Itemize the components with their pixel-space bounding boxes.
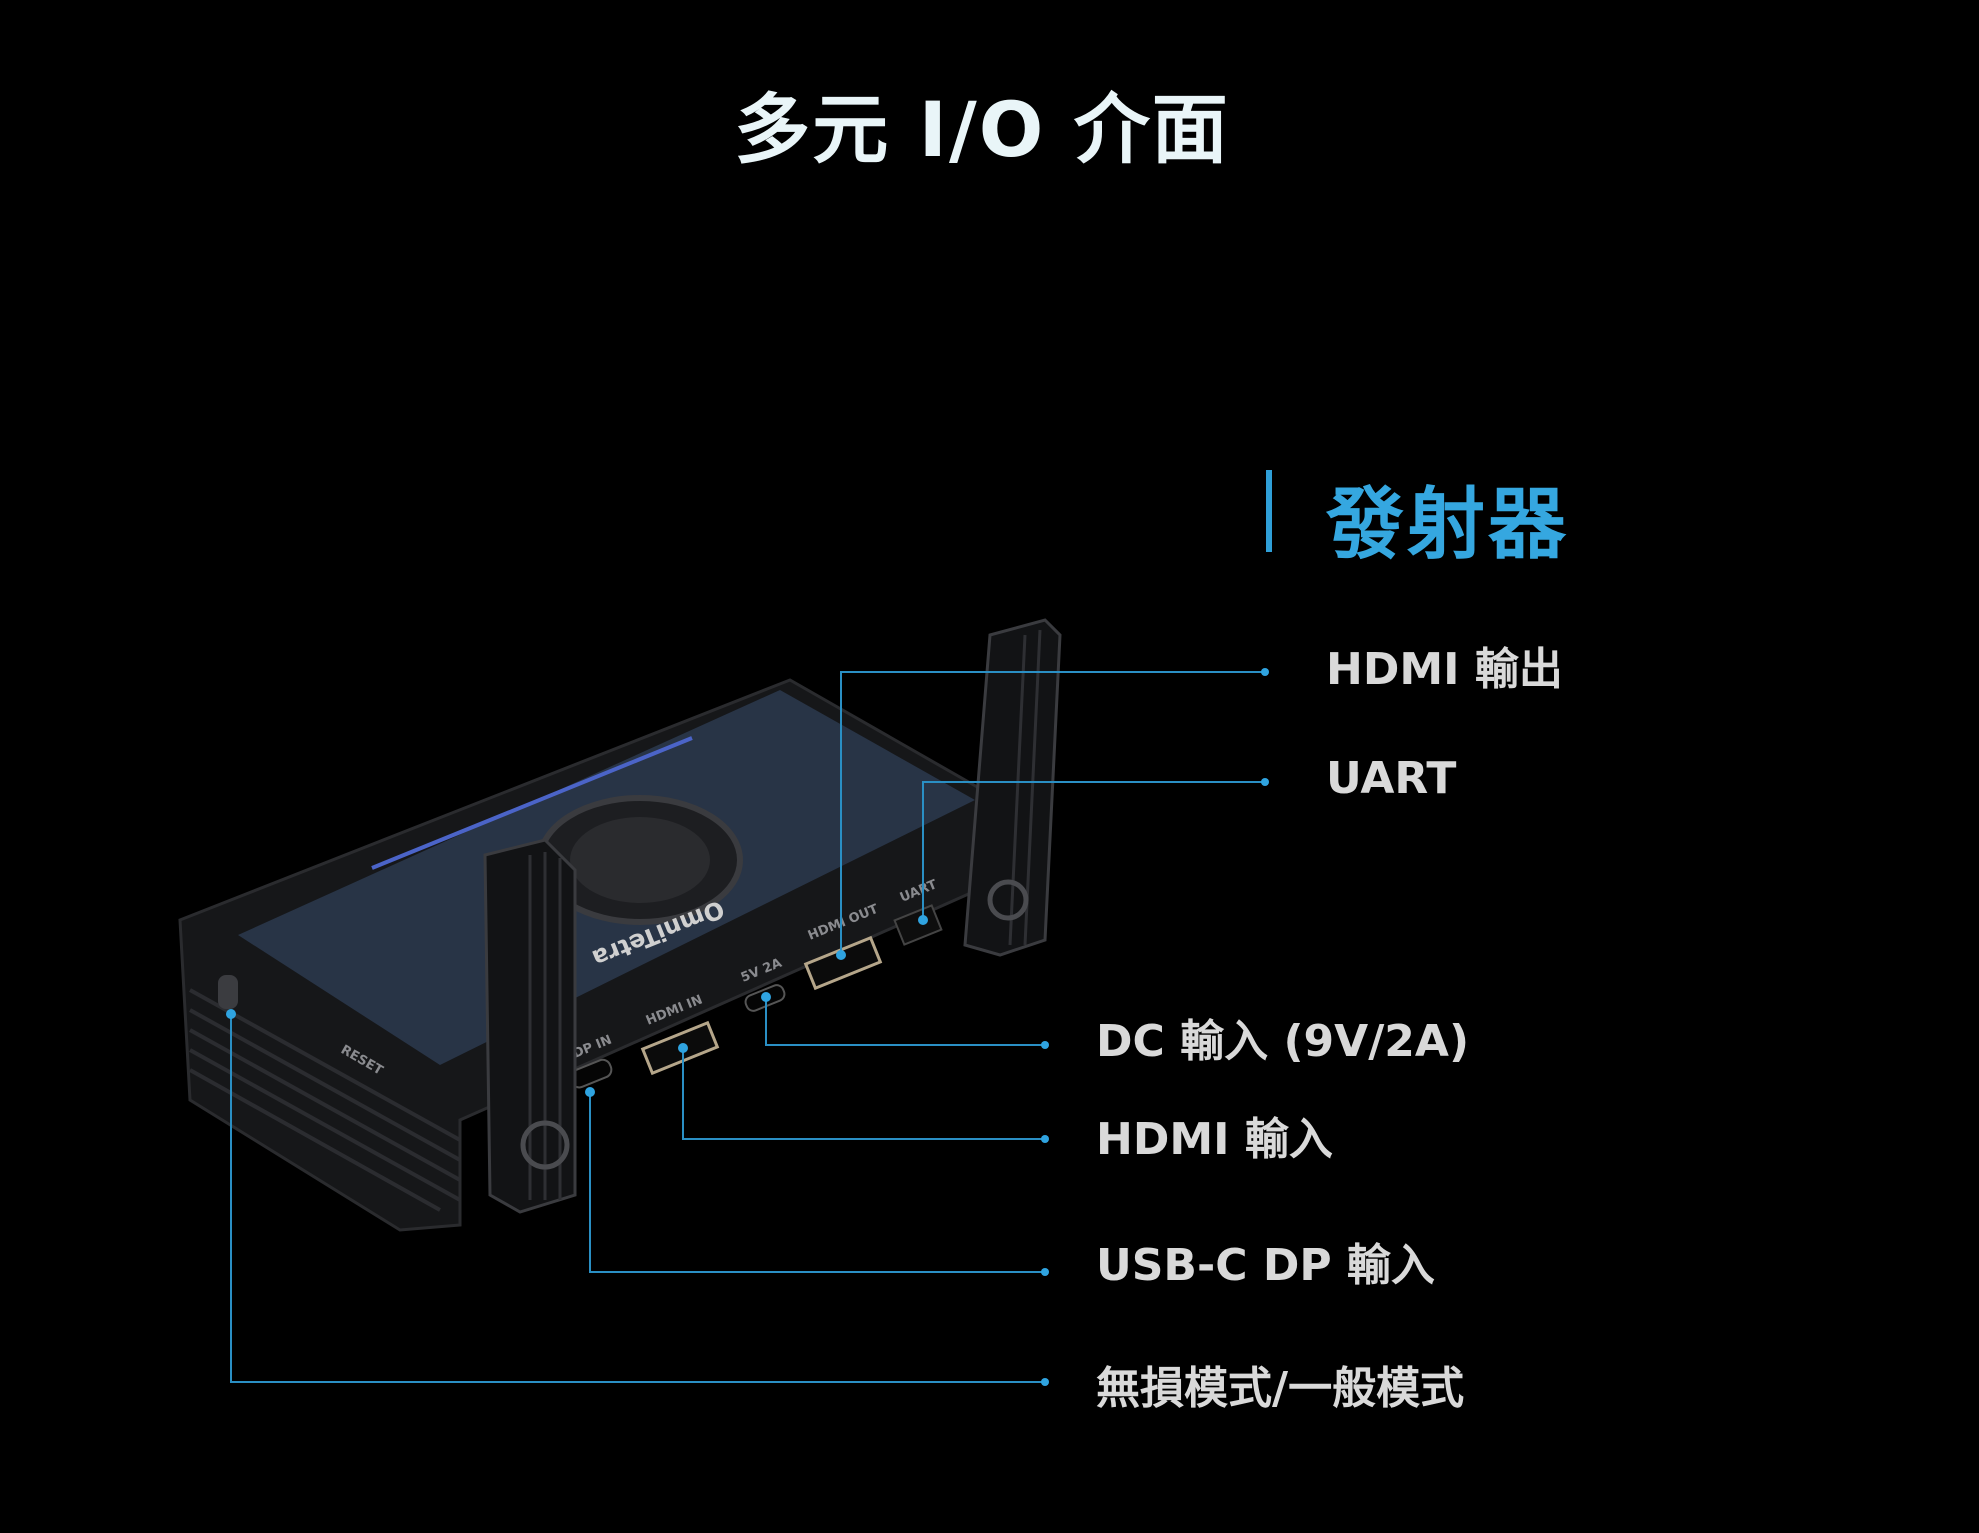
- antenna-right: [963, 618, 1062, 957]
- section-title: 發射器: [1326, 480, 1570, 570]
- mode-switch: [218, 975, 238, 1009]
- port-uart: [893, 904, 943, 946]
- callout-line-uart: [922, 781, 1265, 920]
- callout-usbc-dp-in: USB-C DP 輸入: [1096, 1240, 1435, 1291]
- section-accent-bar: [1266, 470, 1272, 552]
- callout-line-hdmi-out: [840, 671, 1265, 955]
- callout-mode-switch: 無損模式/一般模式: [1096, 1363, 1465, 1414]
- callout-hdmi-out: HDMI 輸出: [1326, 644, 1563, 695]
- page-title: 多元 I/O 介面: [734, 85, 1230, 174]
- callout-line-usbc-dp: [589, 1092, 1045, 1273]
- callout-line-mode: [230, 1014, 1045, 1383]
- antenna-left: [483, 838, 577, 1214]
- callout-hdmi-in: HDMI 輸入: [1096, 1114, 1333, 1165]
- callout-dc-in: DC 輸入 (9V/2A): [1096, 1016, 1470, 1067]
- callout-line-dc-in: [765, 997, 1045, 1046]
- callout-line-hdmi-in: [682, 1048, 1045, 1140]
- callout-uart: UART: [1326, 753, 1457, 804]
